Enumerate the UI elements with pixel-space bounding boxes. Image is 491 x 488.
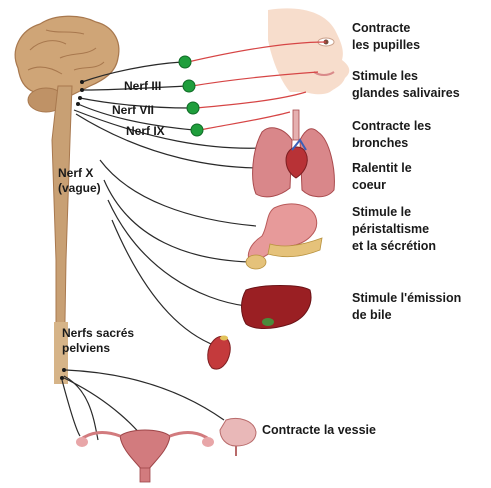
kidney-illustration bbox=[208, 336, 231, 369]
label-nerfs-sacres: Nerfs sacrés pelviens bbox=[62, 326, 134, 356]
ganglion-submandibular bbox=[187, 102, 199, 114]
label-nerf-ix: Nerf IX bbox=[126, 124, 165, 139]
label-stomach: Stimule le péristaltisme et la sécrétion bbox=[352, 204, 436, 255]
uterus-illustration bbox=[76, 430, 214, 482]
lungs-heart-illustration bbox=[253, 110, 335, 197]
ganglion-ciliary bbox=[179, 56, 191, 68]
label-pupils: Contracte les pupilles bbox=[352, 20, 420, 54]
ganglion-otic bbox=[191, 124, 203, 136]
label-heart: Ralentit le coeur bbox=[352, 160, 412, 194]
face-illustration bbox=[268, 8, 349, 94]
label-nerf-vii: Nerf VII bbox=[112, 103, 154, 118]
label-nerf-iii: Nerf III bbox=[124, 79, 161, 94]
bladder-illustration bbox=[220, 419, 256, 457]
adrenal-gland bbox=[220, 336, 228, 341]
vagus-nerve-lines bbox=[74, 110, 262, 346]
ganglia bbox=[179, 56, 203, 136]
label-bronchi: Contracte les bronches bbox=[352, 118, 431, 152]
label-bladder: Contracte la vessie bbox=[262, 422, 376, 439]
label-nerf-x: Nerf X (vague) bbox=[58, 166, 101, 196]
stomach-illustration bbox=[246, 204, 322, 269]
label-salivary: Stimule les glandes salivaires bbox=[352, 68, 460, 102]
label-bile: Stimule l'émission de bile bbox=[352, 290, 461, 324]
ganglion-pterygopalatine bbox=[183, 80, 195, 92]
liver-illustration bbox=[242, 286, 312, 329]
